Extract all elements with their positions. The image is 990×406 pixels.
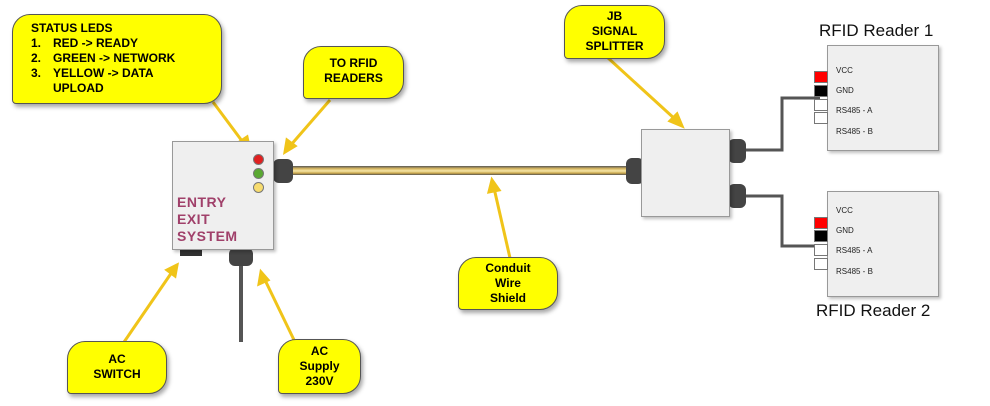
system-label-line1: ENTRY xyxy=(177,194,227,210)
jb-line3: SPLITTER xyxy=(585,39,644,53)
arrow-ac-supply xyxy=(263,279,297,343)
reader-2-pin-gnd-label: GND xyxy=(836,226,854,235)
reader-1-pin-b-label: RS485 - B xyxy=(836,127,873,136)
arrow-conduit xyxy=(492,187,512,259)
led-green xyxy=(253,168,264,179)
reader-2-pin-vcc xyxy=(814,217,828,229)
jb-signal-splitter-box xyxy=(641,129,730,217)
reader-1-title: RFID Reader 1 xyxy=(819,21,934,40)
system-power-connector xyxy=(229,248,253,266)
reader-1-pin-gnd-label: GND xyxy=(836,86,854,95)
jb-line2: SIGNAL xyxy=(591,24,638,38)
ac-supply-callout: AC Supply 230V xyxy=(278,339,361,394)
conduit-wire-shield-callout: Conduit Wire Shield xyxy=(458,257,558,310)
reader-2-pin-vcc-label: VCC xyxy=(836,206,853,215)
status-led-item-3: 3.YELLOW -> DATA UPLOAD xyxy=(31,66,154,95)
reader-2-pin-b-label: RS485 - B xyxy=(836,267,873,276)
ac-switch-line2: SWITCH xyxy=(93,367,141,381)
arrow-status-leds xyxy=(211,101,247,146)
reader-1-pin-a-label: RS485 - A xyxy=(836,106,873,115)
conduit-wire-shield xyxy=(292,166,628,175)
cable-to-reader-2 xyxy=(746,194,820,248)
conduit-line2: Wire xyxy=(495,276,521,290)
reader-2-pin-b xyxy=(814,258,828,270)
status-led-item-1: 1.RED -> READY xyxy=(31,36,139,50)
reader-1-pin-vcc xyxy=(814,71,828,83)
led-yellow xyxy=(253,182,264,193)
arrow-to-rfid xyxy=(288,99,332,147)
to-rfid-readers-callout: TO RFID READERS xyxy=(303,46,404,99)
reader-1-pin-b xyxy=(814,112,828,124)
ac-switch-knob xyxy=(180,248,202,256)
reader-2-pin-a xyxy=(814,244,828,256)
to-rfid-line1: TO RFID xyxy=(329,56,378,70)
to-rfid-line2: READERS xyxy=(324,71,383,85)
splitter-output-connector-1 xyxy=(728,139,746,163)
led-red xyxy=(253,154,264,165)
reader-1-pin-gnd xyxy=(814,85,828,97)
ac-switch-callout: AC SWITCH xyxy=(67,341,167,394)
entry-exit-system-box: ENTRY EXIT SYSTEM xyxy=(172,141,274,250)
status-leds-title: STATUS LEDS xyxy=(31,21,113,35)
reader-2-pin-gnd xyxy=(814,230,828,242)
splitter-input-connector xyxy=(626,158,644,184)
conduit-line1: Conduit xyxy=(485,261,531,275)
status-led-item-2: 2.GREEN -> NETWORK xyxy=(31,51,176,65)
jb-line1: JB xyxy=(606,9,623,23)
reader-2-box: VCC GND RS485 - A RS485 - B xyxy=(827,191,939,297)
ac-supply-line1: AC xyxy=(310,344,329,358)
system-label: ENTRY EXIT SYSTEM xyxy=(177,194,238,245)
splitter-output-connector-2 xyxy=(728,184,746,208)
reader-1-pin-vcc-label: VCC xyxy=(836,66,853,75)
ac-switch-line1: AC xyxy=(108,352,126,366)
jb-signal-splitter-callout: JB SIGNAL SPLITTER xyxy=(564,5,665,59)
status-leds-callout: STATUS LEDS 1.RED -> READY 2.GREEN -> NE… xyxy=(12,14,222,104)
arrow-jb xyxy=(605,55,678,122)
reader-2-title: RFID Reader 2 xyxy=(816,301,931,320)
arrow-ac-switch xyxy=(120,271,174,346)
ac-supply-line2: Supply xyxy=(299,359,340,373)
system-label-line2: EXIT xyxy=(177,211,211,227)
reader-1-pin-a xyxy=(814,99,828,111)
cable-to-reader-1 xyxy=(746,96,820,152)
system-rfid-connector xyxy=(273,159,293,183)
conduit-line3: Shield xyxy=(489,291,526,305)
reader-1-box: VCC GND RS485 - A RS485 - B xyxy=(827,45,939,151)
system-label-line3: SYSTEM xyxy=(177,228,238,244)
reader-2-pin-a-label: RS485 - A xyxy=(836,246,873,255)
ac-supply-line3: 230V xyxy=(305,374,334,388)
